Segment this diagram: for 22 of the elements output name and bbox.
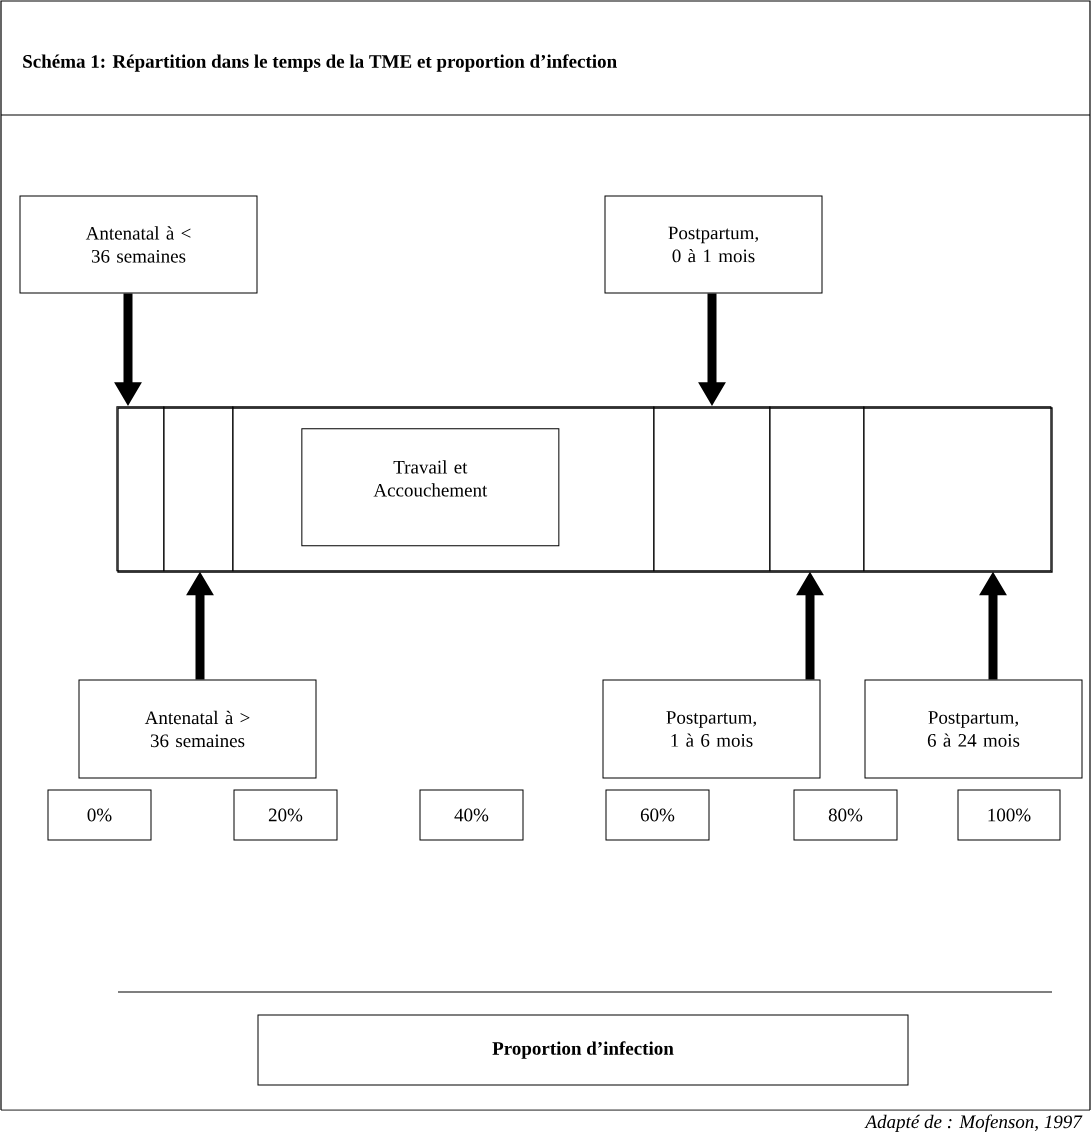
- stage-box: Postpartum, 0 à 1 mois: [604, 195, 823, 294]
- stage-box: Antenatal à < 36 semaines: [19, 195, 258, 294]
- timeline-cell: [863, 406, 1052, 572]
- percent-box: 100%: [957, 789, 1061, 841]
- percent-box: 80%: [793, 789, 898, 841]
- percent-box: 40%: [419, 789, 524, 841]
- timeline-cell: [116, 406, 165, 572]
- axis-title-box: Proportion d’infection: [257, 1014, 909, 1086]
- stage-box: Antenatal à > 36 semaines: [78, 679, 317, 779]
- stage-box: Travail et Accouchement: [301, 428, 560, 547]
- stage-box: Postpartum, 6 à 24 mois: [864, 679, 1083, 779]
- timeline-bar: [117, 407, 1053, 573]
- percent-box: 0%: [47, 789, 152, 841]
- stage-box: Postpartum, 1 à 6 mois: [602, 679, 821, 779]
- title: Schéma 1: Répartition dans le temps de la TME et proportion d’infection: [23, 54, 617, 72]
- timeline-cell: [769, 406, 865, 572]
- percent-box: 20%: [233, 789, 338, 841]
- source-note: Adapté de : Mofenson, 1997: [864, 1114, 1083, 1133]
- timeline-cell: [232, 406, 655, 572]
- percent-box: 60%: [605, 789, 710, 841]
- timeline-cell: [653, 406, 771, 572]
- timeline-cell: [163, 406, 234, 572]
